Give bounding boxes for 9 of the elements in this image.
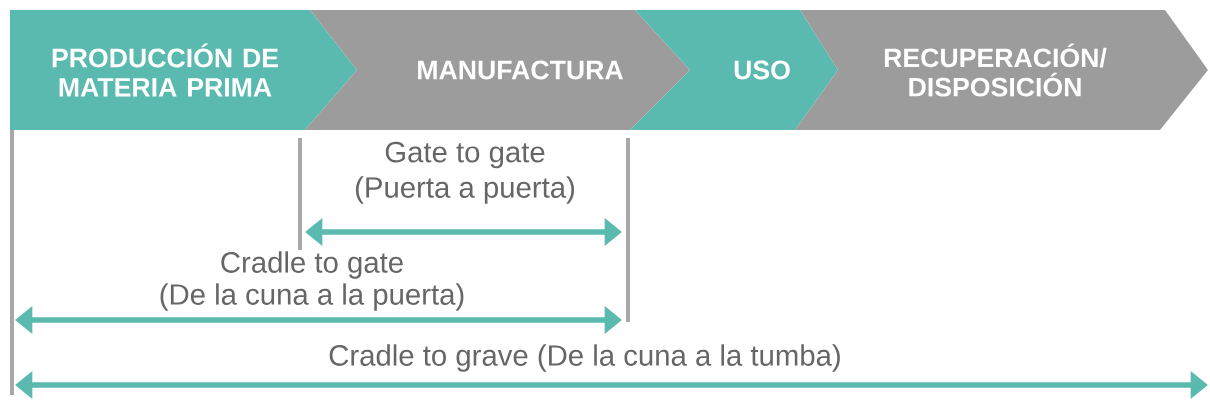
process-step-band: USO — [630, 10, 838, 130]
span-label: (De la cuna a la puerta) — [160, 283, 464, 311]
process-step-band: MANUFACTURA — [305, 10, 690, 130]
span-label: (Puerta a puerta) — [355, 176, 574, 204]
process-step-band: PRODUCCIÓN DE MATERIA PRIMA — [10, 10, 357, 130]
process-step-band: RECUPERACIÓN/ DISPOSICIÓN — [795, 10, 1208, 130]
span-label: Cradle to grave (De la cuna a la tumba) — [329, 344, 840, 372]
span-label: Cradle to gate — [221, 251, 403, 279]
span-label: Gate to gate — [385, 141, 545, 169]
